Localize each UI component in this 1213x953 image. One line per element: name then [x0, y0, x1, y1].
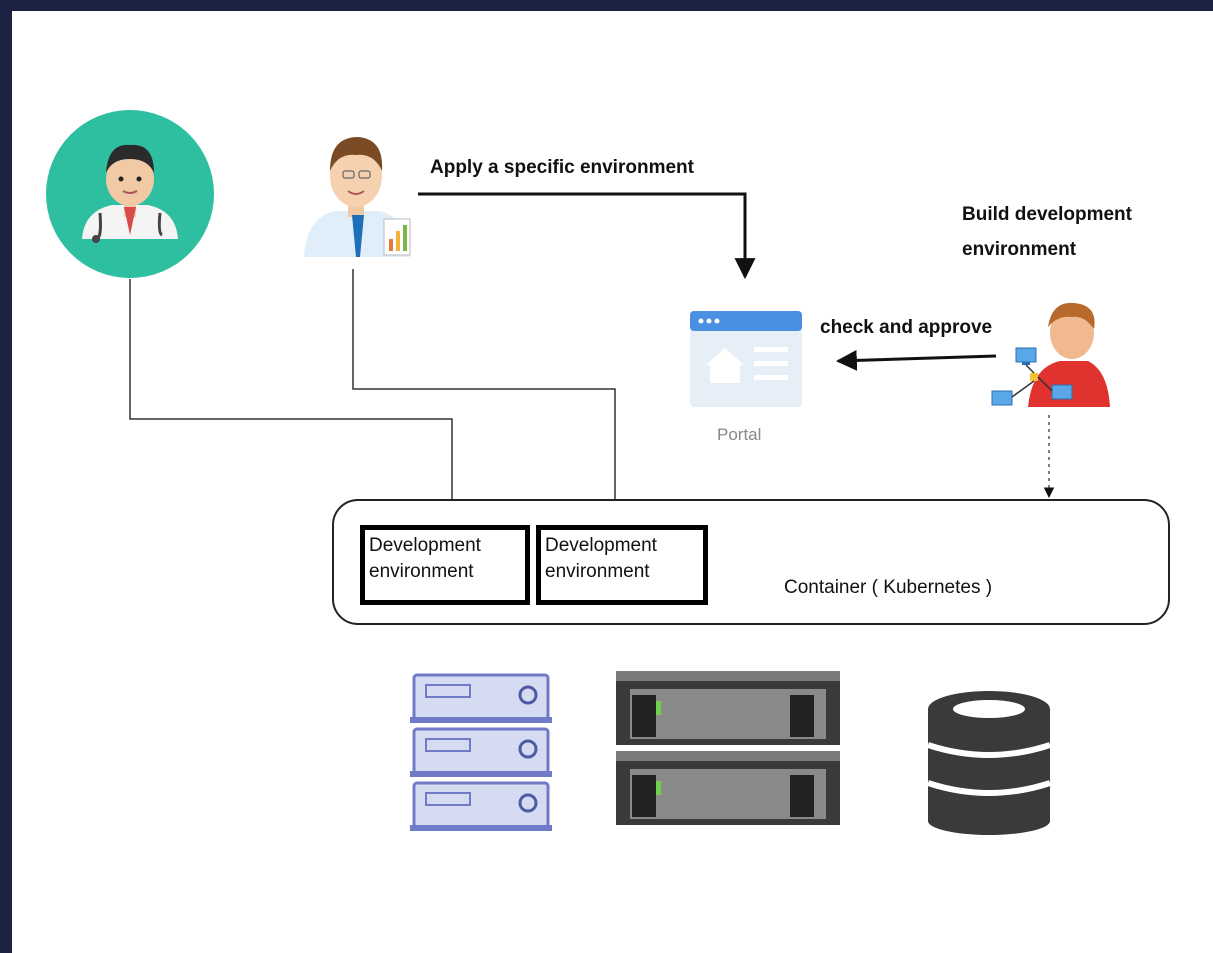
blade-server-icon: [616, 671, 840, 825]
diagram-canvas: Apply a specific environment Build devel…: [12, 11, 1213, 953]
connectors: [129, 192, 1055, 511]
apply-environment-label: Apply a specific environment: [430, 157, 694, 178]
build-environment-label-line2: environment: [962, 239, 1077, 260]
container-label: Container ( Kubernetes ): [784, 577, 993, 598]
businessman-icon: [304, 137, 411, 257]
portal-label: Portal: [717, 425, 762, 444]
portal-page-icon: [690, 311, 802, 407]
database-icon: [927, 691, 1051, 835]
approve-arrow: [835, 349, 997, 371]
dev-environment-1-line1: Development: [369, 535, 481, 556]
dev-environment-2-line1: Development: [545, 535, 657, 556]
server-rack-icon: [410, 673, 552, 831]
build-environment-label-line1: Build development: [962, 204, 1132, 225]
apply-arrow: [418, 192, 756, 280]
dev-environment-2-line2: environment: [545, 561, 650, 582]
dev-environment-box-1: Development environment: [360, 525, 530, 605]
doctor-icon: [46, 110, 214, 278]
check-approve-label: check and approve: [820, 317, 993, 338]
diagram-svg: [46, 110, 1110, 835]
businessman-to-dev2-arrow: [352, 269, 621, 511]
dev-environment-box-2: Development environment: [536, 525, 708, 605]
doctor-to-dev1-arrow: [129, 279, 458, 511]
dev-environment-1-line2: environment: [369, 561, 474, 582]
network-admin-icon: [991, 302, 1110, 407]
